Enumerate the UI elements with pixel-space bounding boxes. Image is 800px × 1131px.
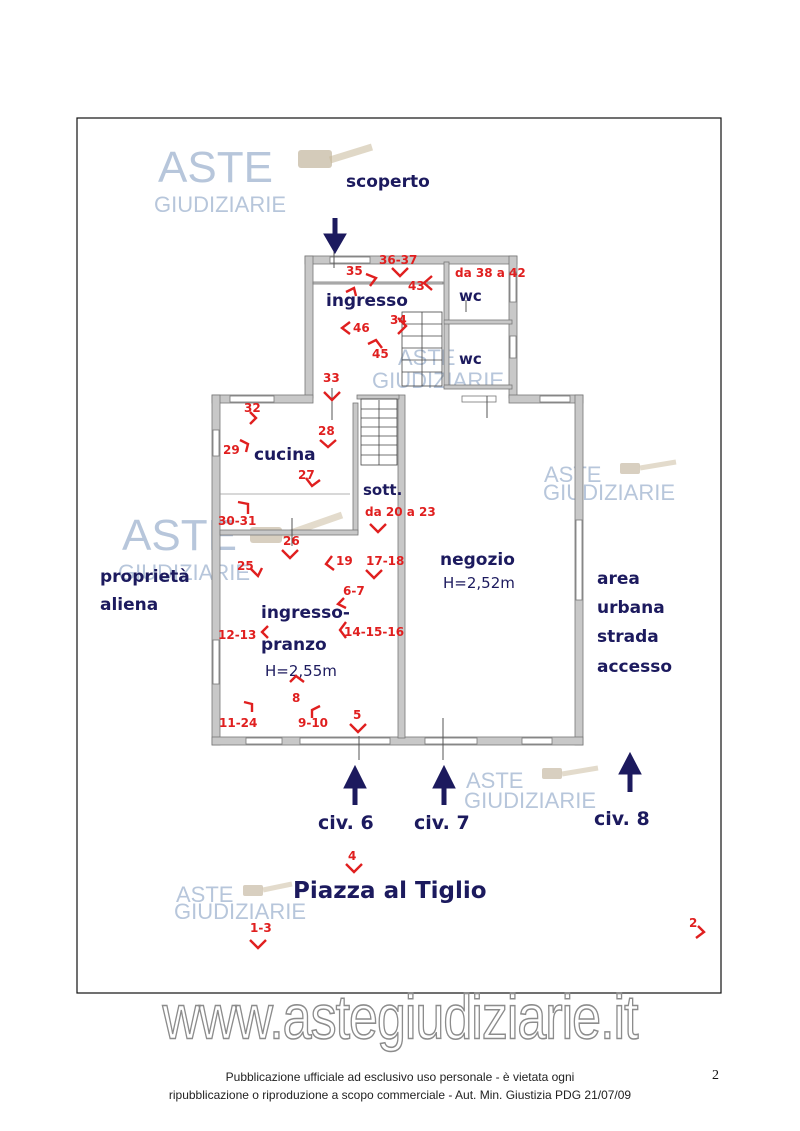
- label-wc: wc: [459, 287, 482, 305]
- arrow-up-icon: [618, 751, 642, 792]
- photo-point-label: 1-3: [250, 921, 272, 935]
- photo-point-label: 4: [348, 849, 356, 863]
- photo-point-label: 45: [372, 347, 389, 361]
- photo-point-label: 9-10: [298, 716, 328, 730]
- label-ingresso-pranzo: ingresso-: [261, 603, 350, 623]
- watermark-logo: ASTE GIUDIZIARIE: [174, 881, 306, 924]
- label-wc: wc: [459, 350, 482, 368]
- arrow-up-icon: [432, 764, 456, 805]
- page-number: 2: [712, 1068, 719, 1083]
- label-area-urbana: strada: [597, 627, 659, 647]
- photo-point-label: 30-31: [218, 514, 256, 528]
- photo-point-label: 28: [318, 424, 335, 438]
- photo-point-label: 33: [323, 371, 340, 385]
- entrance-arrows: [323, 218, 642, 805]
- watermark-text: ASTE: [176, 882, 233, 907]
- label-scoperto: scoperto: [346, 172, 430, 192]
- photo-point-label: 26: [283, 534, 300, 548]
- photo-point-label: 43: [408, 279, 425, 293]
- watermark-text: GIUDIZIARIE: [543, 480, 675, 505]
- label-cucina: cucina: [254, 445, 316, 465]
- watermark-text: ASTE: [544, 462, 601, 487]
- watermark-text: ASTE: [158, 143, 273, 192]
- watermark-text: ASTE: [466, 768, 523, 793]
- label-ingresso-pranzo: pranzo: [261, 635, 327, 655]
- photo-direction-marks: [237, 267, 706, 950]
- photo-point-label: 46: [353, 321, 370, 335]
- label-piazza: Piazza al Tiglio: [293, 878, 487, 904]
- label-height: H=2,55m: [265, 662, 337, 680]
- staircase: [360, 311, 443, 466]
- photo-point-label: 14-15-16: [344, 625, 404, 639]
- label-civ-6: civ. 6: [318, 812, 374, 834]
- photo-point-label: 5: [353, 708, 361, 722]
- footer-notice: Pubblicazione ufficiale ad esclusivo uso…: [0, 1068, 800, 1104]
- watermark-text: GIUDIZIARIE: [118, 560, 250, 585]
- footer-line: Pubblicazione ufficiale ad esclusivo uso…: [225, 1070, 575, 1084]
- photo-point-label: 32: [244, 401, 261, 415]
- label-area-urbana: urbana: [597, 598, 665, 618]
- watermark-logo: ASTE GIUDIZIARIE: [464, 765, 599, 813]
- photo-point-label: 8: [292, 691, 300, 705]
- arrow-up-icon: [343, 764, 367, 805]
- watermark-text: GIUDIZIARIE: [154, 192, 286, 217]
- watermark-logo: ASTE GIUDIZIARIE: [154, 143, 374, 217]
- label-civ-7: civ. 7: [414, 812, 470, 834]
- plan-frame: [76, 117, 722, 994]
- photo-point-label: 11-24: [219, 716, 257, 730]
- photo-point-label: 27: [298, 468, 315, 482]
- arrow-down-icon: [323, 218, 347, 254]
- label-area-urbana: area: [597, 569, 640, 589]
- photo-point-label: 12-13: [218, 628, 256, 642]
- photo-point-label: 2: [689, 916, 697, 930]
- photo-point-label: 19: [336, 554, 353, 568]
- door-lines: [220, 247, 488, 760]
- photo-points: 35 36-37 43 da 38 a 42 46 34 45 33 32 28…: [218, 253, 697, 935]
- photo-point-label: da 20 a 23: [365, 505, 436, 519]
- label-proprieta-aliena: aliena: [100, 595, 158, 615]
- label-height: H=2,52m: [443, 574, 515, 592]
- label-area-urbana: accesso: [597, 657, 672, 677]
- label-sott: sott.: [363, 481, 402, 499]
- watermark-text: GIUDIZIARIE: [464, 788, 596, 813]
- watermark-text: GIUDIZIARIE: [174, 899, 306, 924]
- watermark-site: www.astegiudiziarie.it: [162, 982, 639, 1053]
- label-ingresso: ingresso: [326, 291, 408, 311]
- photo-point-label: da 38 a 42: [455, 266, 526, 280]
- photo-point-label: 35: [346, 264, 363, 278]
- footer-line: ripubblicazione o riproduzione a scopo c…: [168, 1088, 632, 1102]
- photo-point-label: 25: [237, 559, 254, 573]
- photo-point-label: 17-18: [366, 554, 404, 568]
- photo-point-label: 36-37: [379, 253, 417, 267]
- label-proprieta-aliena: proprietà: [100, 567, 190, 587]
- windows: [212, 256, 583, 745]
- photo-point-label: 29: [223, 443, 240, 457]
- label-negozio: negozio: [440, 550, 515, 570]
- label-civ-8: civ. 8: [594, 808, 650, 830]
- photo-point-label: 6-7: [343, 584, 365, 598]
- watermark-logo: ASTE GIUDIZIARIE: [543, 459, 677, 505]
